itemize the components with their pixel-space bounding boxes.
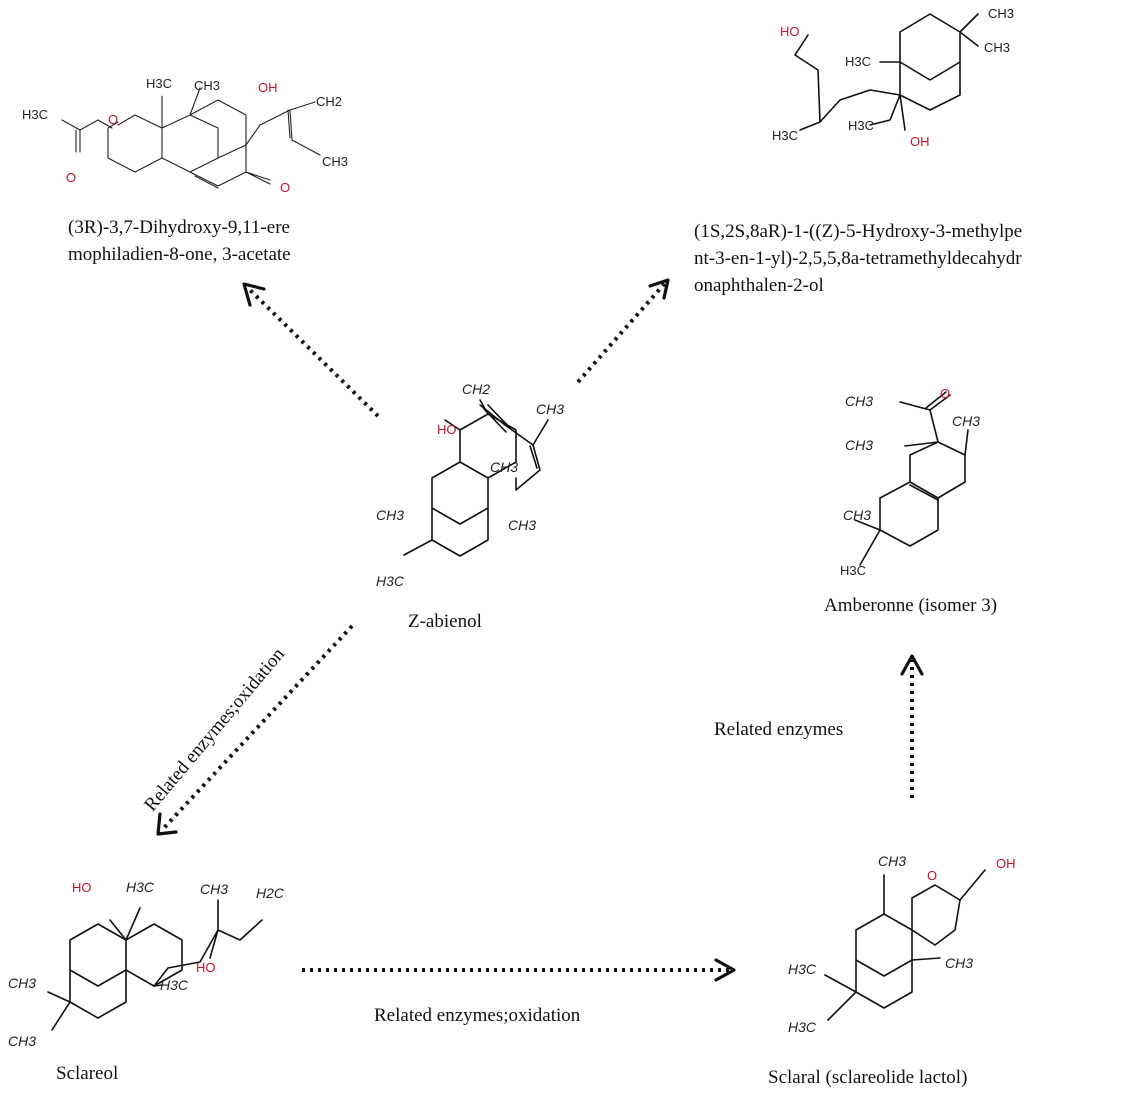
atom-label: CH3 — [490, 459, 518, 475]
atom-label: HO — [196, 960, 216, 975]
atom-label: HO — [72, 880, 92, 895]
atom-label: O — [66, 170, 76, 185]
atom-label: CH3 — [376, 507, 404, 523]
atom-label: H3C — [788, 1019, 817, 1035]
atom-label: CH3 — [988, 6, 1014, 21]
structure-eremophiladienone — [61, 87, 321, 189]
arrow-to-sclareol — [156, 624, 354, 836]
atom-label: CH3 — [8, 1033, 36, 1049]
structure-amberonne — [854, 391, 969, 566]
atom-label: H3C — [845, 54, 871, 69]
atom-label: CH3 — [845, 393, 873, 409]
arrow-to-eremophiladienone — [242, 282, 380, 418]
atom-label: CH2 — [316, 94, 342, 109]
structure-z-abienol — [403, 399, 549, 557]
arrow-to-decahydronaphthalenol — [576, 278, 670, 384]
atom-label: CH3 — [878, 853, 906, 869]
arrow-to-sclaral — [302, 958, 736, 982]
arrow-label-bottom: Related enzymes;oxidation — [374, 1005, 581, 1026]
atom-label: HO — [437, 422, 457, 437]
atom-label: H3C — [848, 118, 874, 133]
atom-label: OH — [258, 80, 278, 95]
arrow-label-right: Related enzymes — [714, 719, 844, 740]
atom-label: H3C — [840, 563, 866, 578]
atom-label: H3C — [772, 128, 798, 143]
structure-decahydronaphthalenol — [794, 13, 979, 131]
atom-label: CH3 — [984, 40, 1010, 55]
compound-name-decahydronaphthalenol: (1S,2S,8aR)-1-((Z)-5-Hydroxy-3-methylpe … — [694, 221, 1023, 296]
atom-label: CH3 — [8, 975, 36, 991]
atom-label: H3C — [146, 76, 172, 91]
compound-name-amberonne: Amberonne (isomer 3) — [824, 595, 998, 616]
atom-label: CH3 — [845, 437, 873, 453]
atom-label: CH3 — [200, 881, 228, 897]
compound-name-eremophiladienone: (3R)-3,7-Dihydroxy-9,11-ere mophiladien-… — [68, 217, 291, 265]
atom-label: O — [108, 112, 118, 127]
atom-label: CH3 — [843, 507, 871, 523]
atom-label: CH3 — [508, 517, 536, 533]
atom-label: H3C — [22, 107, 48, 122]
atom-label: H3C — [788, 961, 817, 977]
atom-label: O — [280, 180, 290, 195]
atom-label: CH3 — [322, 154, 348, 169]
arrow-to-amberonne — [900, 654, 924, 798]
atom-label: OH — [910, 134, 930, 149]
compound-name-sclareol: Sclareol — [56, 1063, 119, 1084]
compound-name-z-abienol: Z-abienol — [408, 611, 482, 632]
structure-sclareol — [47, 899, 263, 1031]
structure-sclaral — [824, 869, 986, 1021]
atom-label: CH3 — [952, 413, 980, 429]
atom-label: CH2 — [462, 381, 490, 397]
atom-label: CH3 — [945, 955, 973, 971]
atom-label: CH3 — [536, 401, 564, 417]
atom-label: H3C — [376, 573, 405, 589]
atom-label: O — [940, 386, 950, 401]
atom-label: H3C — [126, 879, 155, 895]
atom-label: CH3 — [194, 78, 220, 93]
atom-label: H3C — [160, 977, 189, 993]
atom-label: O — [927, 868, 937, 883]
atom-label: OH — [996, 856, 1016, 871]
atom-label: HO — [780, 24, 800, 39]
atom-label: H2C — [256, 885, 285, 901]
compound-name-sclaral: Sclaral (sclareolide lactol) — [768, 1067, 968, 1088]
